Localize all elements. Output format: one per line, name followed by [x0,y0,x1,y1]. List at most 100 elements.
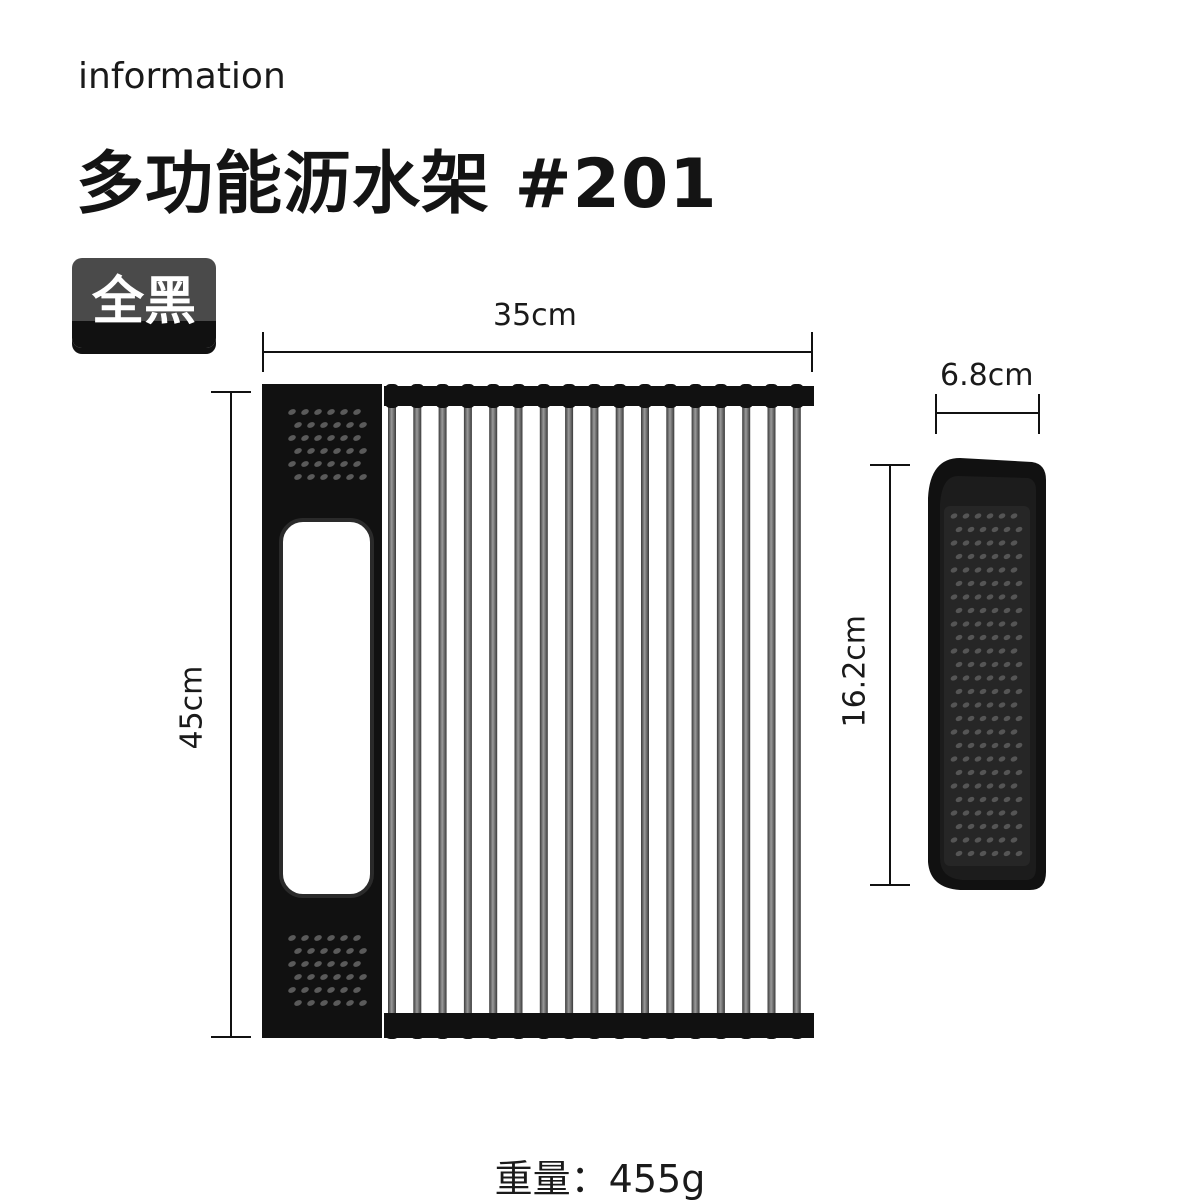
rack-bottom-bar [384,1013,814,1038]
box-hole [962,810,970,816]
panel-hole [353,461,361,467]
panel-hole [314,461,322,467]
rack-rod [514,398,523,1014]
page-title: 多功能沥水架 #201 [76,145,718,224]
box-hole [974,594,982,600]
box-hole [1015,715,1023,722]
box-hole [986,513,994,519]
rack-top-bar [384,386,814,406]
panel-hole [307,974,315,980]
box-hole [974,621,982,627]
rack-rod [438,398,447,1014]
box-hole [1010,540,1018,546]
box-hole [1015,634,1023,641]
box-hole [998,810,1006,816]
box-hole [974,648,982,654]
rack-rod [716,398,725,1014]
box-hole [979,688,987,695]
panel-hole [327,935,335,941]
box-hole [962,756,970,762]
box-hole [991,742,999,749]
panel-hole [294,1000,302,1006]
box-hole [962,594,970,600]
box-hole [986,567,994,573]
rack-rod [691,398,700,1014]
box-hole [950,783,958,789]
box-hole [962,540,970,546]
box-hole [974,702,982,708]
panel-hole [320,474,328,480]
panel-hole [288,435,296,441]
panel-hole [327,961,335,967]
box-hole [979,823,987,830]
panel-hole [307,948,315,954]
panel-hole [346,948,354,954]
panel-hole [327,461,335,467]
box-hole [950,837,958,843]
box-hole [955,850,963,857]
box-height-label: 16.2cm [837,614,873,728]
panel-hole [288,935,296,941]
box-hole [998,621,1006,627]
box-hole [1015,796,1023,803]
panel-hole [340,409,348,415]
box-hole [1015,742,1023,749]
box-hole [955,634,963,641]
panel-hole [333,448,341,454]
box-hole [974,540,982,546]
panel-hole [307,1000,315,1006]
box-hole [1010,756,1018,762]
rack-rod [388,398,396,1014]
box-hole [1015,526,1023,533]
panel-hole [333,974,341,980]
box-hole [962,621,970,627]
panel-holes-top [288,409,367,480]
box-hole [974,783,982,789]
box-hole [1010,567,1018,573]
box-hole [979,850,987,857]
panel-hole [288,409,296,415]
rack-side-panel [262,384,382,1038]
rack-rod [615,398,624,1014]
box-hole [986,594,994,600]
box-hole [998,513,1006,519]
subtitle: information [78,56,286,97]
rack-width-label: 35cm [493,298,577,333]
panel-hole [307,474,315,480]
box-hole [962,837,970,843]
box-hole [955,661,963,668]
box-hole [1015,688,1023,695]
panel-hole [327,435,335,441]
box-hole [998,540,1006,546]
box-holes [950,513,1023,857]
panel-hole [301,961,309,967]
box-hole [998,567,1006,573]
box-hole [955,769,963,776]
box-hole [1015,823,1023,830]
box-hole [1003,796,1011,803]
box-hole [979,526,987,533]
panel-hole [314,961,322,967]
box-hole [1010,621,1018,627]
panel-hole [294,948,302,954]
panel-hole [320,448,328,454]
box-hole [974,729,982,735]
box-hole [986,729,994,735]
box-hole [967,526,975,533]
box-hole [1010,594,1018,600]
panel-hole [346,974,354,980]
box-hole [986,621,994,627]
box-width-label: 6.8cm [940,358,1034,393]
box-hole [967,661,975,668]
panel-hole [314,987,322,993]
box-hole [950,540,958,546]
panel-hole [340,461,348,467]
box-hole [991,553,999,560]
panel-hole [353,961,361,967]
rack-height-label: 45cm [174,665,210,750]
box-hole [1003,715,1011,722]
box-hole [1003,607,1011,614]
box-hole [1015,553,1023,560]
panel-hole [353,935,361,941]
box-hole [979,715,987,722]
